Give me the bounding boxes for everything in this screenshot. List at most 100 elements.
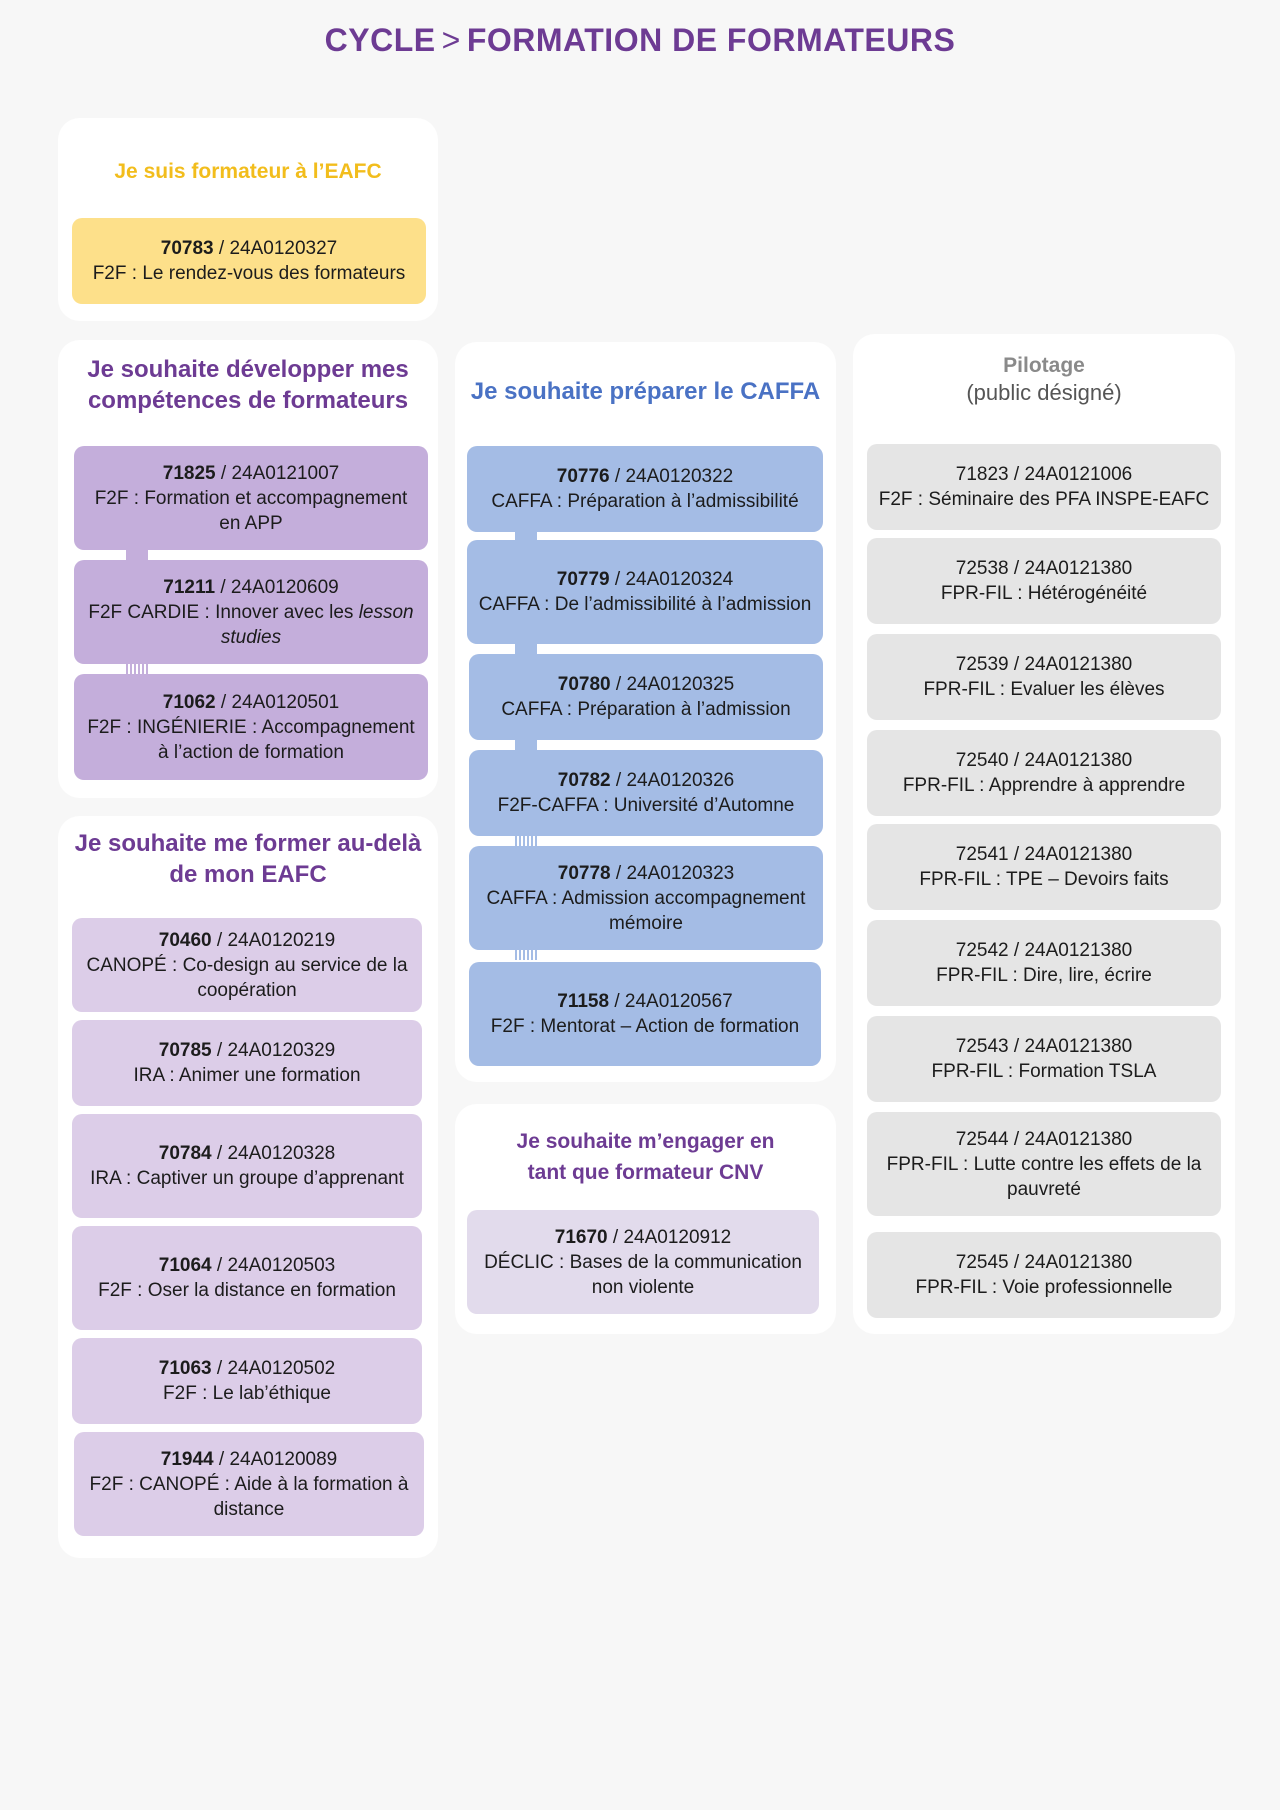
course-title: Formation et accompagnement en APP	[144, 487, 408, 534]
course-title: Co-design au service de la coopération	[182, 954, 408, 1001]
course-card[interactable]: 72544 / 24A0121380 FPR-FIL : Lutte contr…	[867, 1112, 1221, 1216]
course-prefix: F2F	[98, 1280, 132, 1301]
course-code: 72540	[955, 750, 1009, 771]
page-title: CYCLE>FORMATION DE FORMATEURS	[0, 22, 1280, 59]
course-card[interactable]: 70779 / 24A0120324 CAFFA : De l’admissib…	[467, 540, 823, 644]
course-card[interactable]: 70776 / 24A0120322 CAFFA : Préparation à…	[467, 446, 823, 532]
course-ref: 24A0120329	[227, 1040, 336, 1061]
course-card[interactable]: 72539 / 24A0121380 FPR-FIL : Evaluer les…	[867, 634, 1221, 720]
course-ref: 24A0120322	[625, 466, 734, 487]
course-title: TPE – Devoirs faits	[1005, 869, 1169, 890]
course-ref: 24A0120501	[231, 691, 340, 713]
panel-caffa: Je souhaite préparer le CAFFA 70776 / 24…	[455, 342, 836, 1082]
course-card[interactable]: 71823 / 24A0121006 F2F : Séminaire des P…	[867, 444, 1221, 530]
course-ref: 24A0120089	[229, 1448, 338, 1470]
connector	[515, 836, 537, 846]
course-prefix: F2F	[94, 487, 129, 509]
course-prefix: F2F	[163, 1383, 197, 1404]
course-card[interactable]: 72541 / 24A0121380 FPR-FIL : TPE – Devoi…	[867, 824, 1221, 910]
course-card[interactable]: 70784 / 24A0120328 IRA : Captiver un gro…	[72, 1114, 422, 1218]
course-prefix: FPR-FIL	[902, 775, 974, 796]
course-title: Captiver un groupe d’apprenant	[136, 1168, 404, 1189]
course-code: 70785	[158, 1040, 212, 1061]
course-code: 70778	[557, 862, 611, 884]
course-card[interactable]: 70460 / 24A0120219 CANOPÉ : Co-design au…	[72, 918, 422, 1012]
course-title: Mentorat – Action de formation	[540, 1016, 800, 1037]
course-card[interactable]: 70785 / 24A0120329 IRA : Animer une form…	[72, 1020, 422, 1106]
course-ref: 24A0120327	[229, 238, 338, 259]
course-code: 70780	[557, 674, 611, 695]
panel-eafc-title: Je suis formateur à l’EAFC	[114, 160, 382, 183]
course-code: 71158	[557, 991, 610, 1012]
course-title: Université d’Automne	[613, 795, 795, 816]
panel-develop-title: Je souhaite développer mes compétences d…	[87, 356, 409, 415]
course-card[interactable]: 70780 / 24A0120325 CAFFA : Préparation à…	[469, 654, 823, 740]
course-ref: 24A0121006	[1024, 464, 1133, 485]
course-ref: 24A0121007	[231, 462, 340, 484]
course-prefix: FPR-FIL	[940, 583, 1012, 604]
course-title: Le rendez-vous des formateurs	[142, 263, 406, 284]
course-ref: 24A0120323	[626, 862, 735, 884]
title-cycle: CYCLE	[324, 22, 436, 58]
course-title: Aide à la formation à distance	[213, 1473, 409, 1520]
course-prefix: CAFFA	[501, 699, 562, 720]
course-title-italic: lesson studies	[220, 601, 414, 648]
course-card[interactable]: 72545 / 24A0121380 FPR-FIL : Voie profes…	[867, 1232, 1221, 1318]
course-code: 71823	[955, 464, 1009, 485]
course-ref: 24A0120326	[626, 770, 735, 791]
course-card[interactable]: 71062 / 24A0120501 F2F : INGÉNIERIE : Ac…	[74, 674, 428, 780]
course-code: 71670	[554, 1226, 608, 1248]
panel-beyond: Je souhaite me former au-delà de mon EAF…	[58, 816, 438, 1558]
course-code: 72544	[955, 1128, 1009, 1150]
course-card[interactable]: 71670 / 24A0120912 DÉCLIC : Bases de la …	[467, 1210, 819, 1314]
course-card[interactable]: 71825 / 24A0121007 F2F : Formation et ac…	[74, 446, 428, 550]
panel-eafc: Je suis formateur à l’EAFC 70783 / 24A01…	[58, 118, 438, 321]
course-code: 71064	[158, 1255, 212, 1276]
course-card[interactable]: 71064 / 24A0120503 F2F : Oser la distanc…	[72, 1226, 422, 1330]
course-title: Admission accompagnement mémoire	[561, 887, 806, 934]
panel-cnv: Je souhaite m’engager en tant que format…	[455, 1104, 836, 1334]
course-card[interactable]: 72542 / 24A0121380 FPR-FIL : Dire, lire,…	[867, 920, 1221, 1006]
course-title: Dire, lire, écrire	[1023, 965, 1152, 986]
course-ref: 24A0120324	[625, 569, 734, 590]
course-prefix: CAFFA	[486, 887, 547, 909]
course-card[interactable]: 71211 / 24A0120609 F2F CARDIE : Innover …	[74, 560, 428, 664]
course-title: De l’admissibilité à l’admission	[554, 594, 812, 615]
course-card[interactable]: 72540 / 24A0121380 FPR-FIL : Apprendre à…	[867, 730, 1221, 816]
course-title: Voie professionnelle	[1002, 1277, 1173, 1298]
course-title: Le lab’éthique	[212, 1383, 331, 1404]
course-prefix: F2F CARDIE	[88, 601, 200, 623]
course-prefix: FPR-FIL	[919, 869, 991, 890]
course-code: 71062	[162, 691, 216, 713]
course-ref: 24A0121380	[1024, 1128, 1133, 1150]
course-card[interactable]: 72538 / 24A0121380 FPR-FIL : Hétérogénéi…	[867, 538, 1221, 624]
course-title: Préparation à l’admission	[577, 699, 791, 720]
course-code: 71211	[163, 576, 216, 598]
course-prefix: F2F-CAFFA	[497, 795, 598, 816]
course-card[interactable]: 72543 / 24A0121380 FPR-FIL : Formation T…	[867, 1016, 1221, 1102]
course-ref: 24A0121380	[1024, 844, 1133, 865]
title-separator: >	[441, 22, 461, 58]
connector	[515, 532, 537, 542]
course-prefix: CANOPÉ	[86, 954, 167, 976]
title-formation: FORMATION DE FORMATEURS	[466, 22, 956, 58]
course-title: Animer une formation	[178, 1065, 361, 1086]
course-ref: 24A0120503	[227, 1255, 336, 1276]
course-code: 72541	[955, 844, 1009, 865]
course-card[interactable]: 70783 / 24A0120327 F2F : Le rendez-vous …	[72, 218, 426, 304]
course-ref: 24A0121380	[1024, 940, 1133, 961]
course-code: 72545	[955, 1252, 1009, 1273]
course-code: 70782	[557, 770, 611, 791]
connector	[126, 550, 148, 560]
course-card[interactable]: 71063 / 24A0120502 F2F : Le lab’éthique	[72, 1338, 422, 1424]
course-card[interactable]: 71944 / 24A0120089 F2F : CANOPÉ : Aide à…	[74, 1432, 424, 1536]
course-ref: 24A0120609	[230, 576, 339, 598]
course-card[interactable]: 70782 / 24A0120326 F2F-CAFFA : Universit…	[469, 750, 823, 836]
course-prefix: IRA	[90, 1168, 121, 1189]
course-code: 72542	[955, 940, 1009, 961]
course-ref: 24A0120567	[624, 991, 733, 1012]
course-prefix: IRA	[133, 1065, 165, 1086]
course-card[interactable]: 71158 / 24A0120567 F2F : Mentorat – Acti…	[469, 962, 821, 1066]
course-card[interactable]: 70778 / 24A0120323 CAFFA : Admission acc…	[469, 846, 823, 950]
course-prefix: F2F : CANOPÉ	[89, 1473, 220, 1495]
